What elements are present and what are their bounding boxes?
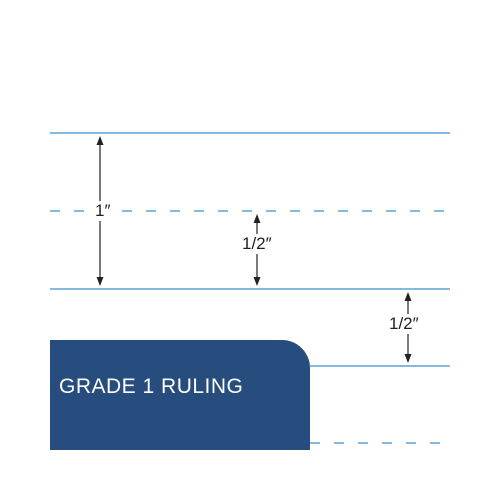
- full-rule-measurement: 1″: [94, 201, 112, 221]
- ruling-banner: GRADE 1 RULING: [50, 340, 310, 450]
- half-rule-measurement: 1/2″: [241, 234, 273, 254]
- half-rule-measurement: 1/2″: [388, 314, 420, 334]
- banner-title: GRADE 1 RULING: [59, 375, 244, 398]
